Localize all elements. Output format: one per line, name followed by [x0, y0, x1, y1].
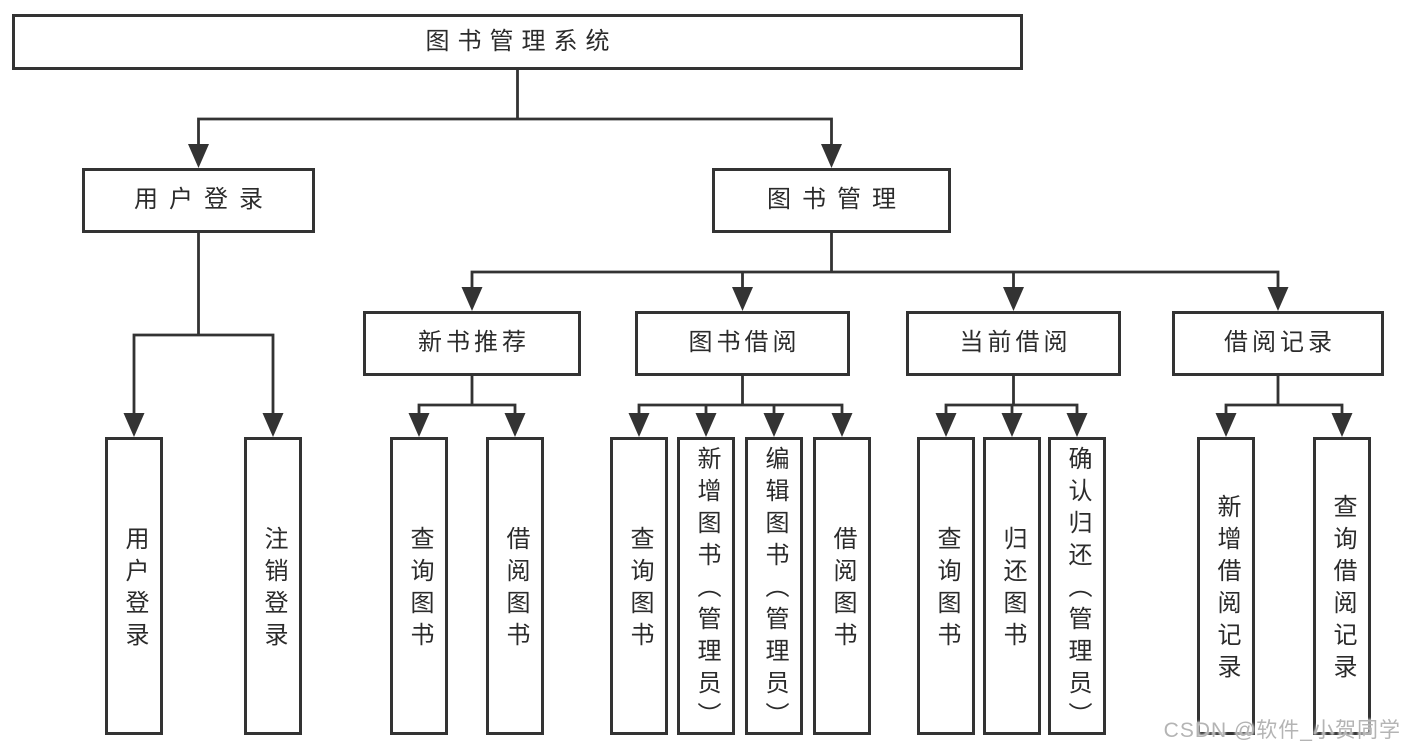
- arrowhead: [1331, 413, 1353, 437]
- node-cur_return: 归还图书: [983, 437, 1041, 735]
- arrowhead: [732, 287, 753, 311]
- arrowhead: [504, 413, 526, 437]
- edge-group-login: [123, 233, 284, 437]
- node-mgmt: 图书管理: [712, 168, 951, 233]
- node-label-logout_v: 注销登录: [260, 526, 287, 654]
- edge-group-records: [1215, 376, 1353, 437]
- edge-group-recommend: [408, 376, 526, 437]
- arrowhead: [123, 413, 145, 437]
- node-label-root: 图书管理系统: [425, 27, 618, 55]
- node-bor_edit: 编辑图书（管理员）: [745, 437, 803, 735]
- node-root: 图书管理系统: [12, 14, 1023, 70]
- node-label-bor_borrow: 借阅图书: [829, 526, 856, 654]
- node-label-rec_borrow: 借阅图书: [502, 526, 529, 654]
- edge-group-borrow: [628, 376, 853, 437]
- node-label-mgmt: 图书管理: [767, 186, 907, 214]
- node-bor_borrow: 借阅图书: [813, 437, 871, 735]
- arrowhead: [1267, 287, 1289, 311]
- arrowhead: [461, 287, 483, 311]
- node-cur_query: 查询图书: [917, 437, 975, 735]
- arrowhead: [188, 144, 209, 168]
- arrowhead: [262, 413, 284, 437]
- node-rec_query: 查询图书: [390, 437, 448, 735]
- node-label-current: 当前借阅: [959, 329, 1072, 357]
- node-recommend: 新书推荐: [363, 311, 581, 376]
- arrowhead: [1066, 413, 1088, 437]
- edge-group-current: [935, 376, 1088, 437]
- node-cur_confirm: 确认归还（管理员）: [1048, 437, 1106, 735]
- node-label-bor_edit: 编辑图书（管理员）: [761, 446, 788, 734]
- edge-group-mgmt: [461, 233, 1289, 311]
- arrowhead: [1215, 413, 1237, 437]
- node-rec2_add: 新增借阅记录: [1197, 437, 1255, 735]
- arrowhead: [831, 413, 853, 437]
- node-label-login_v: 用户登录: [121, 526, 148, 654]
- node-label-records: 借阅记录: [1224, 329, 1336, 357]
- node-rec_borrow: 借阅图书: [486, 437, 544, 735]
- node-label-borrow: 图书借阅: [688, 329, 801, 357]
- node-label-cur_return: 归还图书: [999, 526, 1026, 654]
- node-rec2_query: 查询借阅记录: [1313, 437, 1371, 735]
- node-label-rec_query: 查询图书: [406, 526, 433, 654]
- arrowhead: [408, 413, 430, 437]
- node-bor_query: 查询图书: [610, 437, 668, 735]
- node-label-cur_confirm: 确认归还（管理员）: [1064, 446, 1091, 734]
- node-label-recommend: 新书推荐: [418, 329, 530, 357]
- node-login_v: 用户登录: [105, 437, 163, 735]
- node-bor_add: 新增图书（管理员）: [677, 437, 735, 735]
- node-label-cur_query: 查询图书: [933, 526, 960, 654]
- arrowhead: [695, 413, 717, 437]
- node-borrow: 图书借阅: [635, 311, 850, 376]
- arrowhead: [821, 144, 842, 168]
- node-current: 当前借阅: [906, 311, 1121, 376]
- node-label-rec2_add: 新增借阅记录: [1213, 494, 1240, 686]
- node-label-bor_add: 新增图书（管理员）: [693, 446, 720, 734]
- node-label-rec2_query: 查询借阅记录: [1329, 494, 1356, 686]
- node-login: 用户登录: [82, 168, 315, 233]
- arrowhead: [628, 413, 650, 437]
- arrowhead: [763, 413, 785, 437]
- node-logout_v: 注销登录: [244, 437, 302, 735]
- arrowhead: [935, 413, 957, 437]
- node-label-bor_query: 查询图书: [626, 526, 653, 654]
- edge-group-root: [188, 70, 842, 168]
- node-label-login: 用户登录: [134, 186, 274, 214]
- arrowhead: [1001, 413, 1023, 437]
- node-records: 借阅记录: [1172, 311, 1384, 376]
- arrowhead: [1003, 287, 1024, 311]
